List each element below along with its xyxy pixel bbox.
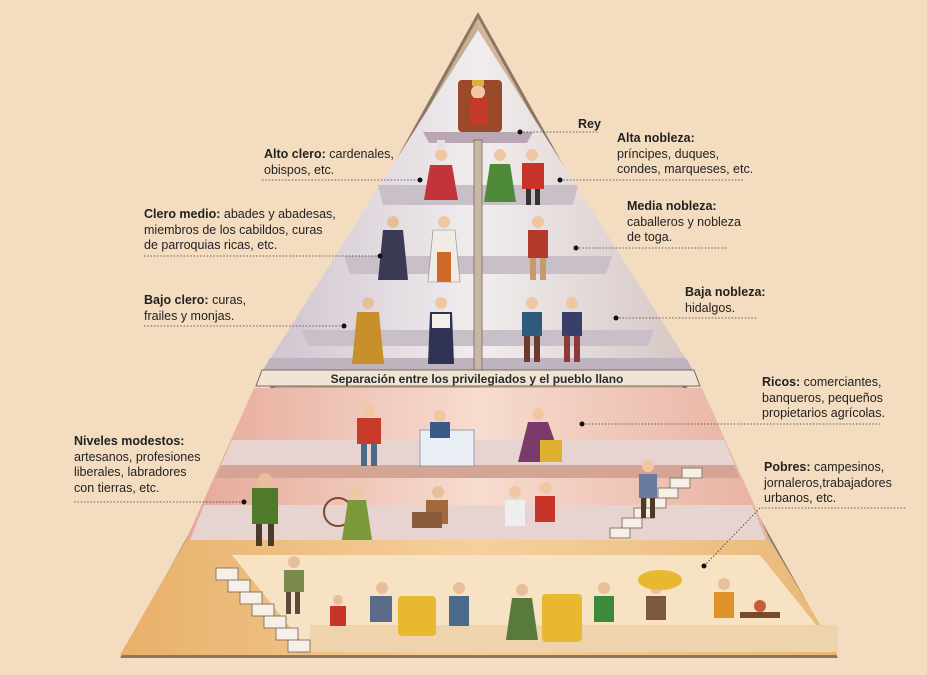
label-pobres-line-2: jornaleros,trabajadores <box>764 475 892 490</box>
poor-chamber <box>120 540 838 655</box>
poor-figure-6 <box>594 582 614 622</box>
low-nobility-figure-1 <box>522 297 542 362</box>
middle-nobility-figure <box>528 216 548 280</box>
label-ricos-line-1: comerciantes, <box>800 375 882 389</box>
label-clero-medio: Clero medio: abades y abadesas, miembros… <box>144 207 336 254</box>
label-niveles-modestos-line-1: artesanos, profesiones <box>74 449 201 464</box>
label-media-nobleza: Media nobleza: caballeros y nobleza de t… <box>627 199 741 246</box>
label-pobres-title: Pobres: <box>764 460 811 474</box>
modest-figure-4 <box>505 482 555 526</box>
label-niveles-modestos: Niveles modestos: artesanos, profesiones… <box>74 434 200 496</box>
high-clergy-figure <box>424 140 458 200</box>
label-clero-medio-line-2: miembros de los cabildos, curas <box>144 222 323 237</box>
king-figure <box>458 80 502 132</box>
low-clergy-figure-1 <box>352 297 384 364</box>
leader-pobres <box>703 507 906 567</box>
modest-figure-3 <box>412 486 448 528</box>
label-ricos-line-3: propietarios agrícolas. <box>762 406 885 420</box>
stairs-left <box>215 567 311 653</box>
poor-figure-3 <box>370 582 392 622</box>
figures <box>252 80 780 642</box>
label-ricos: Ricos: comerciantes, banqueros, pequeños… <box>762 375 885 422</box>
label-alto-clero: Alto clero: cardenales, obispos, etc. <box>264 147 394 178</box>
high-nobility-figure-2 <box>522 149 544 205</box>
label-clero-medio-title: Clero medio: <box>144 207 221 221</box>
label-alta-nobleza-line-2: condes, marqueses, etc. <box>617 162 754 176</box>
middle-clergy-figure-2 <box>427 216 461 283</box>
label-ricos-line-2: banqueros, pequeños <box>762 390 883 405</box>
poor-figure-7 <box>638 570 682 620</box>
label-alto-clero-title: Alto clero: <box>264 147 326 161</box>
climbing-figure <box>639 460 657 518</box>
label-niveles-modestos-title: Niveles modestos: <box>74 434 185 448</box>
label-clero-medio-line-1: abades y abadesas, <box>220 207 336 221</box>
label-clero-medio-line-3: de parroquias ricas, etc. <box>144 238 278 252</box>
label-rey: Rey <box>578 117 601 133</box>
label-pobres-line-3: urbanos, etc. <box>764 491 837 505</box>
label-bajo-clero-line-1: curas, <box>208 293 247 307</box>
haystack-1 <box>398 596 436 636</box>
label-bajo-clero-title: Bajo clero: <box>144 293 209 307</box>
poor-figure-8 <box>714 578 780 618</box>
low-clergy-figure-2 <box>428 297 454 364</box>
label-alta-nobleza-line-1: príncipes, duques, <box>617 146 720 161</box>
modest-figure-1 <box>252 473 278 546</box>
poor-figure-5 <box>506 584 538 640</box>
separator-band <box>255 369 701 387</box>
separator-label: Separación entre los privilegiados y el … <box>330 372 624 386</box>
label-alta-nobleza: Alta nobleza: príncipes, duques, condes,… <box>617 131 753 178</box>
rich-figure-1 <box>357 404 381 466</box>
label-pobres-line-1: campesinos, <box>810 460 885 474</box>
label-media-nobleza-title: Media nobleza: <box>627 199 717 213</box>
label-ricos-title: Ricos: <box>762 375 801 389</box>
label-media-nobleza-line-2: de toga. <box>627 230 673 244</box>
label-baja-nobleza-title: Baja nobleza: <box>685 285 766 299</box>
label-media-nobleza-line-1: caballeros y nobleza <box>627 214 741 229</box>
rich-table <box>419 410 475 467</box>
label-pobres: Pobres: campesinos, jornaleros,trabajado… <box>764 460 892 507</box>
leader-lines <box>74 131 906 567</box>
haystack-2 <box>542 594 582 642</box>
label-niveles-modestos-line-2: liberales, labradores <box>74 465 187 479</box>
label-alto-clero-line-2: obispos, etc. <box>264 162 335 177</box>
spinning-wheel <box>323 486 372 540</box>
label-baja-nobleza-line-1: hidalgos. <box>685 300 736 315</box>
leader-dots <box>241 129 707 569</box>
poor-figure-1 <box>284 556 304 614</box>
high-nobility-figure-1 <box>484 149 516 202</box>
low-nobility-figure-2 <box>562 297 582 362</box>
label-alto-clero-line-1: cardenales, <box>325 147 394 161</box>
rich-figure-2 <box>518 408 562 462</box>
label-baja-nobleza: Baja nobleza: hidalgos. <box>685 285 766 316</box>
middle-clergy-figure-1 <box>378 216 408 280</box>
poor-figure-4 <box>449 582 469 626</box>
label-rey-title: Rey <box>578 117 601 131</box>
poor-figure-2 <box>330 595 346 626</box>
label-alta-nobleza-title: Alta nobleza: <box>617 131 695 145</box>
label-bajo-clero: Bajo clero: curas, frailes y monjas. <box>144 293 246 324</box>
label-niveles-modestos-line-3: con tierras, etc. <box>74 480 160 495</box>
label-bajo-clero-line-2: frailes y monjas. <box>144 308 235 323</box>
